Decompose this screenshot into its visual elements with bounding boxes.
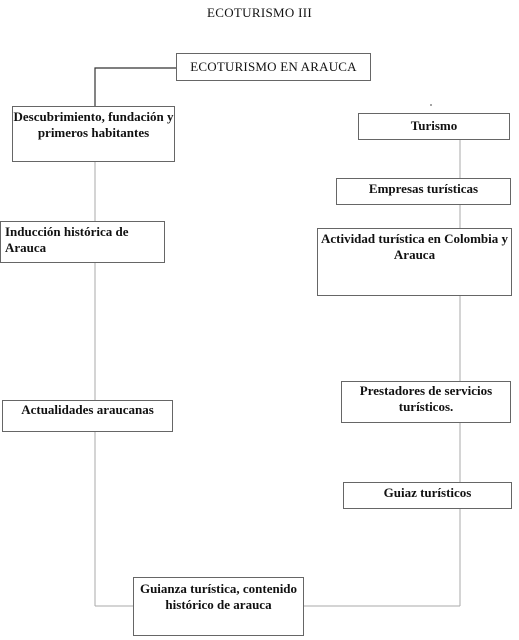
node-right-3: Actividad turística en Colombia y Arauca [317,228,512,296]
node-left-3: Actualidades araucanas [2,400,173,432]
connector-root-left [94,67,176,106]
node-right-1: Turismo [358,113,510,140]
node-right-4: Prestadores de servicios turísticos. [341,381,511,423]
node-root: ECOTURISMO EN ARAUCA [176,53,371,81]
scan-speck [430,104,432,106]
node-right-5: Guiaz turísticos [343,482,512,509]
node-left-2: Inducción histórica de Arauca [0,221,165,263]
page-title: ECOTURISMO III [207,5,312,20]
node-right-2: Empresas turísticas [336,178,511,205]
node-left-1: Descubrimiento, fundación y primeros hab… [12,106,175,162]
node-left-4: Guianza turística, contenido histórico d… [133,577,304,636]
